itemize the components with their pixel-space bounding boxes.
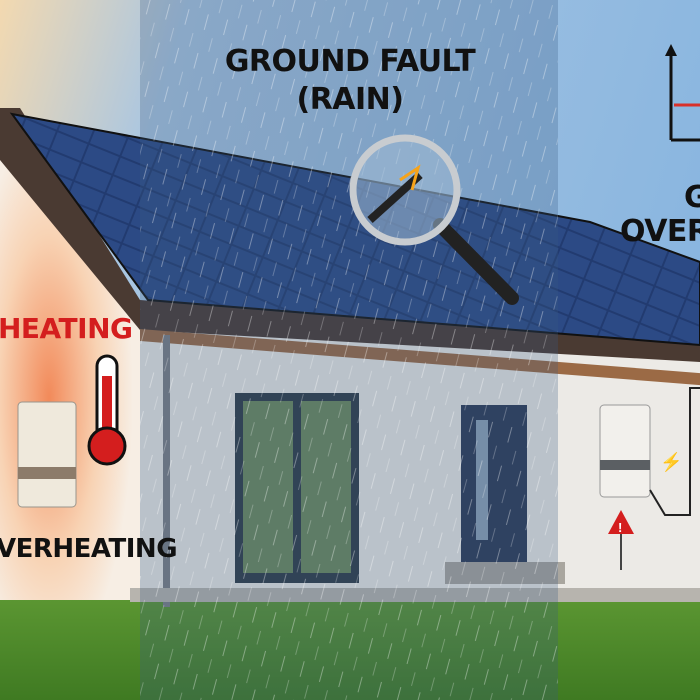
svg-text:!: ! — [618, 520, 622, 535]
ground-fault-subtitle: (RAIN) — [296, 82, 404, 117]
inverter-right: ⚡ — [599, 387, 700, 516]
svg-text:⚡: ⚡ — [660, 451, 682, 473]
magnifier-cable-spark-icon — [349, 134, 519, 305]
thermometer-icon — [87, 354, 127, 466]
heating-label: HEATING — [0, 312, 133, 345]
inverter-left — [17, 401, 77, 508]
overvoltage-label: OVERV — [620, 214, 700, 249]
overheating-label: VERHEATING — [0, 534, 178, 564]
rain-streaks — [140, 0, 558, 700]
grid-label: G — [684, 180, 700, 215]
warning-icon: ! — [608, 510, 634, 570]
ground-fault-title: GROUND FAULT — [224, 44, 476, 79]
voltage-graph-icon — [665, 44, 700, 142]
